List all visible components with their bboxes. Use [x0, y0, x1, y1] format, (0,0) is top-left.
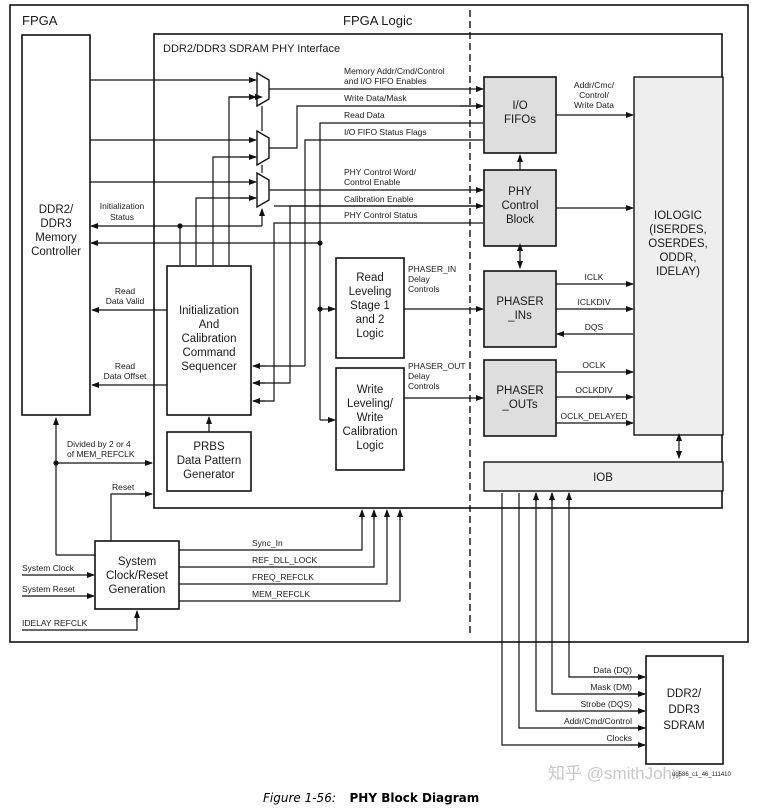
signal-label: Sync_In	[252, 538, 283, 548]
svg-text:IOB: IOB	[593, 472, 613, 484]
signal-label: System Clock	[22, 563, 75, 573]
junction-dot	[53, 460, 59, 466]
signal-label: Data (DQ)	[593, 665, 632, 675]
signal-label: Clocks	[606, 733, 632, 743]
figure-id: ug586_c1_46_111410	[672, 772, 732, 778]
fpga-logic-label: FPGA Logic	[343, 13, 413, 28]
block-text: DDR3	[40, 218, 71, 230]
phaser-outs-block[interactable]: PHASER_OUTs	[483, 359, 557, 437]
signal-label: Reset	[112, 482, 135, 492]
mux-2	[256, 129, 270, 167]
mux-3	[256, 171, 270, 209]
figure-caption: Figure 1-56: PHY Block Diagram	[263, 790, 479, 805]
block-text: Memory	[35, 232, 77, 244]
signal-label: Strobe (DQS)	[581, 699, 633, 709]
junction-dot	[177, 223, 183, 229]
fpga-boundary	[9, 4, 749, 643]
block-text: Controller	[31, 246, 81, 258]
block-text: DDR2/	[39, 204, 74, 216]
signal-label: ICLKDIV	[577, 297, 610, 307]
svg-text:IOLOGIC(ISERDES,OSERDES,ODDR,I: IOLOGIC(ISERDES,OSERDES,ODDR,IDELAY)	[648, 210, 707, 278]
phaser-ins-block[interactable]: PHASER_INs	[483, 270, 557, 348]
iob-block[interactable]: IOB	[483, 461, 724, 492]
watermark: 知乎 @smithJohn	[548, 764, 681, 783]
signal-label: DQS	[585, 322, 604, 332]
figure-number: Figure 1-56:	[263, 791, 336, 805]
signal-label: PHY Control Word/Control Enable	[344, 167, 417, 187]
mux-1	[256, 71, 270, 108]
junction-dot	[317, 306, 323, 312]
signal-label: REF_DLL_LOCK	[252, 555, 318, 565]
signal-label: System Reset	[22, 584, 76, 594]
signal-label: ICLK	[585, 272, 604, 282]
figure-title: PHY Block Diagram	[350, 791, 480, 805]
signal-label: Mask (DM)	[590, 682, 632, 692]
signal-label: MEM_REFCLK	[252, 589, 310, 599]
signal-label: Write Data/Mask	[344, 93, 407, 103]
svg-text:PHASER_INs: PHASER_INs	[496, 296, 543, 322]
signal-label: OCLK	[582, 360, 605, 370]
signal-label: FREQ_REFCLK	[252, 572, 314, 582]
signal-label: OCLK_DELAYED	[561, 411, 628, 421]
signal-label: Calibration Enable	[344, 194, 414, 204]
signal-label: Addr/Cmd/Control	[564, 716, 632, 726]
svg-text:PHASER_OUTs: PHASER_OUTs	[496, 385, 543, 411]
signal-label: OCLKDIV	[575, 385, 613, 395]
signal-label: Read Data	[344, 110, 385, 120]
signal-label: PHY Control Status	[344, 210, 418, 220]
signal-label: Addr/Cmc/Control/Write Data	[574, 80, 615, 110]
signal-label: I/O FIFO Status Flags	[344, 127, 427, 137]
phy-interface-label: DDR2/DDR3 SDRAM PHY Interface	[163, 43, 340, 55]
signal-label: IDELAY REFCLK	[22, 618, 88, 628]
iologic-block[interactable]: IOLOGIC(ISERDES,OSERDES,ODDR,IDELAY)	[633, 76, 724, 436]
fpga-label: FPGA	[22, 13, 58, 28]
